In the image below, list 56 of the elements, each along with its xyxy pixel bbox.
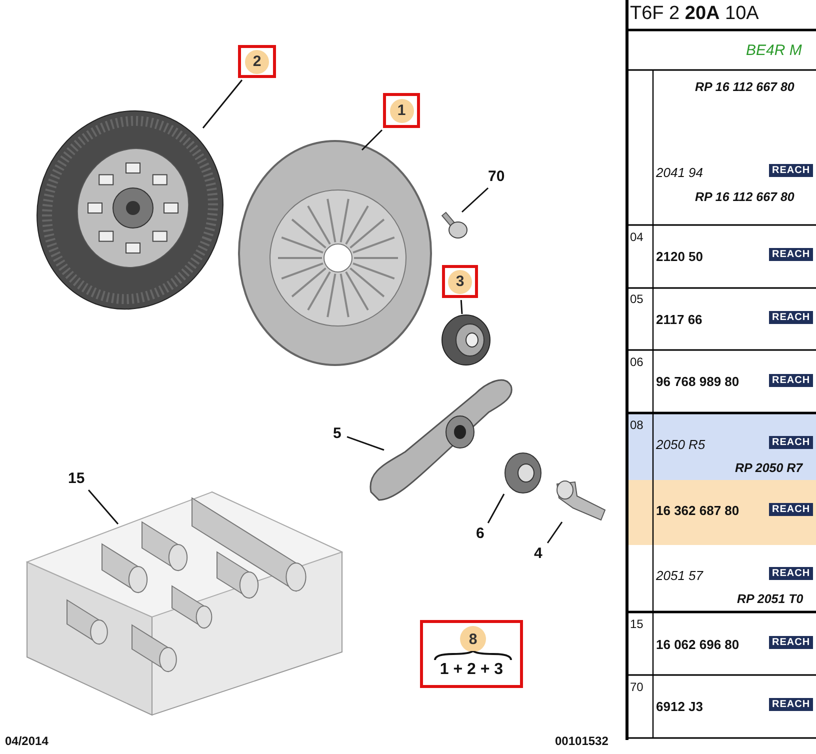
leader-line (361, 129, 383, 151)
compliance-badge: REACH (769, 374, 814, 387)
compliance-badge: REACH (769, 567, 814, 580)
callout-number: 15 (68, 470, 85, 487)
replacement-part-number: RP 2050 R7 (735, 461, 803, 475)
kit-contents-note: 1 + 2 + 3 (438, 661, 504, 679)
compliance-badge: REACH (769, 636, 814, 649)
part-number: 96 768 989 80 (656, 374, 740, 389)
item-number: 70 (630, 680, 644, 694)
item-number: 05 (630, 292, 644, 306)
leader-line (202, 80, 243, 128)
compliance-badge: REACH (769, 436, 814, 449)
leader-line (487, 494, 505, 524)
leader-line (88, 490, 119, 524)
compliance-badge: REACH (769, 503, 814, 516)
bolt-drawing (440, 210, 470, 240)
part-number: 2050 R5 (656, 437, 706, 452)
part-number: 2120 50 (656, 249, 703, 264)
callout-box (383, 93, 420, 128)
callout-number: 8 (460, 626, 486, 652)
pressure-plate-drawing (236, 138, 434, 368)
replacement-part-number: RP 2051 T0 (737, 592, 804, 606)
callout-number: 1 (390, 98, 414, 122)
part-number: 16 362 687 80 (656, 503, 740, 518)
callout-box (442, 265, 478, 298)
leader-line (462, 187, 489, 213)
item-number: 06 (630, 355, 644, 369)
callout-number: 2 (245, 50, 269, 74)
replacement-part-number: RP 16 112 667 80 (695, 80, 794, 94)
callout-number: 4 (534, 545, 542, 562)
part-number: 2041 94 (656, 165, 703, 180)
replacement-part-number: RP 16 112 667 80 (695, 190, 794, 204)
compliance-badge: REACH (769, 698, 814, 711)
table-title: T6F 2 20A 10A (630, 3, 759, 25)
part-number: 2051 57 (656, 568, 703, 583)
part-number: 6912 J3 (656, 699, 703, 714)
compliance-badge: REACH (769, 248, 814, 261)
leader-line (346, 436, 384, 451)
part-number: 16 062 696 80 (656, 637, 740, 652)
footer-code: 00101532 (555, 734, 608, 748)
item-number: 08 (630, 418, 644, 432)
leader-line (460, 300, 463, 314)
item-number: 15 (630, 617, 644, 631)
kit-callout-box (420, 620, 523, 688)
part-number: 2117 66 (656, 312, 702, 327)
compliance-badge: REACH (769, 164, 814, 177)
item-number: 04 (630, 230, 644, 244)
callout-number: 5 (333, 425, 342, 442)
callout-number: 70 (488, 168, 505, 185)
gearbox-code: BE4R M (746, 42, 802, 59)
callout-number: 3 (448, 270, 472, 294)
callout-box (238, 45, 276, 78)
footer-code: 04/2014 (5, 734, 48, 748)
callout-number: 6 (476, 525, 484, 542)
compliance-badge: REACH (769, 311, 814, 324)
leader-line (546, 522, 563, 544)
